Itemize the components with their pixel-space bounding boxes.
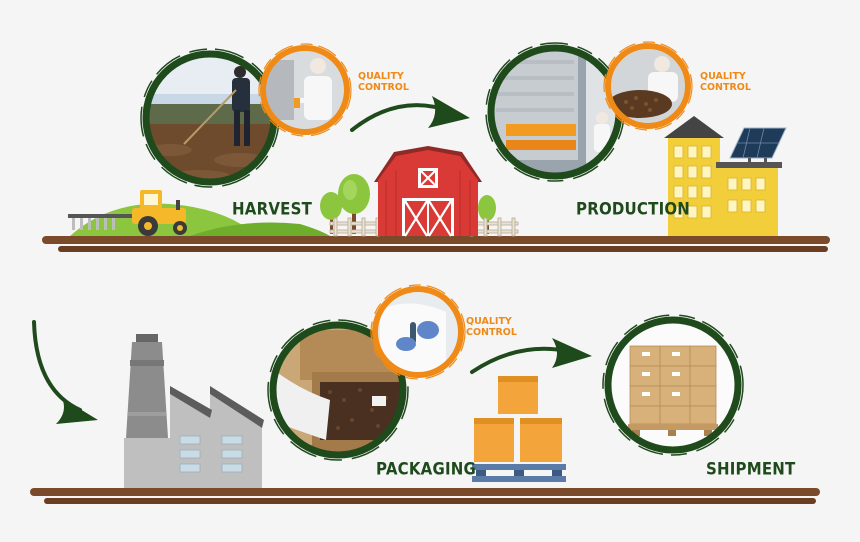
quality-control-photo-3 (370, 284, 466, 380)
arrow-icon-packaging-to-shipment (470, 338, 592, 374)
qc-line2: CONTROL (700, 82, 751, 93)
harvest-photo (140, 48, 280, 188)
production-photo (485, 42, 625, 182)
barn-icon (374, 146, 482, 237)
arrow-icon-production-to-packaging (32, 320, 98, 424)
tree-icon (320, 174, 496, 234)
qc-line1: QUALITY (358, 71, 404, 82)
solar-panel-icon (729, 127, 787, 164)
stage-label-shipment: SHIPMENT (706, 459, 796, 479)
factory-icon (124, 334, 264, 488)
ground-bottom (30, 488, 820, 504)
pallet-icon (472, 464, 566, 482)
stage-label-production: PRODUCTION (576, 199, 691, 219)
stage-label-packaging: PACKAGING (376, 459, 477, 479)
stage-label-harvest: HARVEST (232, 199, 313, 219)
shipment-photo (602, 314, 744, 456)
ground-top (42, 236, 830, 252)
quality-control-label-3: QUALITY CONTROL (466, 316, 517, 338)
quality-control-photo-1 (258, 43, 352, 137)
tractor-icon (68, 190, 187, 236)
qc-line2: CONTROL (466, 327, 517, 338)
box-stack-icon (474, 376, 562, 462)
quality-control-photo-2 (603, 41, 693, 131)
quality-control-label-2: QUALITY CONTROL (700, 71, 751, 93)
qc-line2: CONTROL (358, 82, 409, 93)
building-icon (664, 116, 782, 236)
quality-control-label-1: QUALITY CONTROL (358, 71, 409, 93)
qc-line1: QUALITY (466, 316, 512, 327)
arrow-icon-harvest-to-production (350, 96, 470, 132)
qc-line1: QUALITY (700, 71, 746, 82)
